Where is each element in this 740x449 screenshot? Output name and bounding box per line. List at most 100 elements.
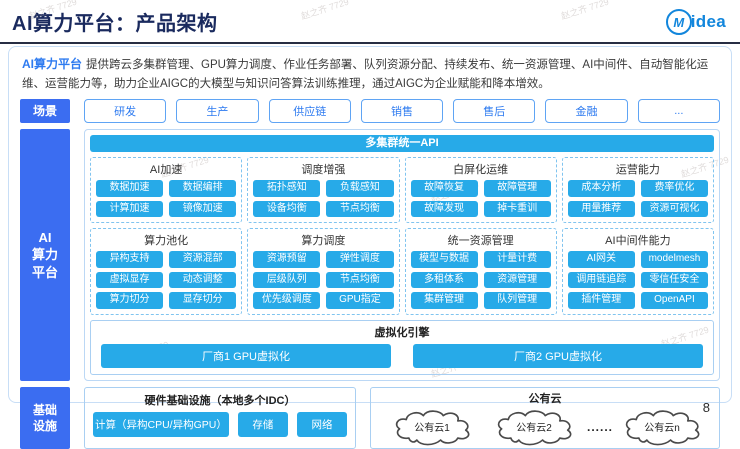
capability-chip: modelmesh: [640, 251, 708, 268]
capability-chip: 用量推荐: [567, 200, 635, 218]
capability-chip: 优先级调度: [253, 292, 321, 309]
capability-chip: 资源混部: [169, 251, 237, 268]
capability-chip: 算力切分: [96, 292, 164, 309]
platform-label-line: 算力: [31, 247, 58, 263]
infrastructure-label: 基础 设施: [20, 386, 70, 449]
midea-logo: M idea: [665, 9, 726, 35]
capability-chip: 零信任安全: [640, 271, 708, 289]
section-unified-resource-mgmt: 统一资源管理 模型与数据 计量计费 多租体系 资源管理 集群管理 队列管理: [404, 228, 557, 315]
platform-main-box: 多集群统一API AI加速 数据加速 数据编排 计算加速 镜像加速 调度增强: [84, 129, 720, 381]
infrastructure-label-line: 基础: [32, 402, 57, 417]
header-divider: [0, 42, 740, 44]
cloud-label: 公有云n: [644, 422, 680, 434]
platform-sections-row2: 算力池化 异构支持 资源混部 虚拟显存 动态调整 算力切分 显存切分 算力调度: [90, 228, 714, 315]
cloud-label: 公有云2: [516, 422, 552, 434]
scene-item-finance: 金融: [545, 99, 628, 124]
capability-chip: GPU指定: [326, 292, 394, 309]
capability-chip: 节点均衡: [326, 271, 394, 289]
section-ai-middleware: AI中间件能力 AI网关 modelmesh 调用链追踪 零信任安全 插件管理 …: [561, 228, 714, 315]
capability-chip: 资源预留: [253, 251, 321, 268]
capability-chip: 模型与数据: [410, 251, 478, 268]
capability-chip: 故障发现: [410, 200, 478, 218]
capability-chip: AI网关: [567, 251, 635, 268]
capability-chip: 异构支持: [96, 251, 164, 268]
page-title: AI算力平台：产品架构: [12, 13, 218, 35]
section-title: 运营能力: [615, 164, 660, 177]
capability-chip: 数据加速: [96, 180, 164, 197]
capability-chip: 显存切分: [169, 292, 237, 309]
capability-chip: 层级队列: [253, 271, 321, 289]
capability-chip: 掉卡重训: [483, 200, 551, 218]
section-title: AI中间件能力: [605, 235, 671, 248]
capability-chip: 计算加速: [96, 200, 164, 218]
section-compute-pooling: 算力池化 异构支持 资源混部 虚拟显存 动态调整 算力切分 显存切分: [90, 228, 243, 315]
capability-chip: 多租体系: [410, 271, 478, 289]
midea-logo-icon: M: [665, 9, 692, 35]
capability-chip: 调用链追踪: [567, 271, 635, 289]
slide-header: AI算力平台：产品架构 M idea: [0, 0, 740, 41]
capability-chip: 费率优化: [640, 180, 708, 197]
section-whitescreen-ops: 白屏化运维 故障恢复 故障管理 故障发现 掉卡重训: [404, 157, 557, 224]
content-frame: AI算力平台提供跨云多集群管理、GPU算力调度、作业任务部署、队列资源分配、持续…: [8, 46, 732, 449]
intro-body: 提供跨云多集群管理、GPU算力调度、作业任务部署、队列资源分配、持续发布、统一资…: [22, 59, 709, 90]
public-cloud-2: 公有云2: [483, 409, 585, 446]
page-number: 8: [702, 400, 710, 415]
public-cloud-title: 公有云: [528, 392, 562, 405]
infrastructure-label-line: 设施: [32, 418, 57, 433]
virtualization-engine-title: 虚拟化引擎: [374, 326, 430, 339]
hardware-infrastructure-box: 硬件基础设施（本地多个IDC） 计算（异构CPU/异构GPU） 存储 网络: [84, 386, 356, 449]
scene-item-more: ...: [637, 99, 720, 124]
section-title: 算力调度: [301, 235, 346, 248]
capability-chip: 拓扑感知: [253, 180, 321, 197]
section-ai-acceleration: AI加速 数据加速 数据编排 计算加速 镜像加速: [90, 157, 243, 224]
intro-lead: AI算力平台: [22, 57, 83, 71]
hardware-infrastructure-title: 硬件基础设施（本地多个IDC）: [144, 394, 296, 407]
capability-chip: 故障恢复: [410, 180, 478, 197]
cloud-label: 公有云1: [414, 422, 450, 434]
platform-label-line: AI: [38, 229, 52, 245]
multi-cluster-api-bar: 多集群统一API: [90, 135, 714, 153]
capability-chip: 故障管理: [483, 180, 551, 197]
infrastructure-row: 基础 设施 硬件基础设施（本地多个IDC） 计算（异构CPU/异构GPU） 存储…: [20, 386, 720, 449]
scene-item-after-sales: 售后: [453, 99, 536, 124]
scene-label: 场景: [20, 99, 70, 124]
platform-sections-row1: AI加速 数据加速 数据编排 计算加速 镜像加速 调度增强 拓扑感知 负载感知: [90, 157, 714, 224]
intro-paragraph: AI算力平台提供跨云多集群管理、GPU算力调度、作业任务部署、队列资源分配、持续…: [22, 55, 718, 93]
vendor2-gpu-virtualization: 厂商2 GPU虚拟化: [413, 343, 703, 368]
section-compute-scheduling: 算力调度 资源预留 弹性调度 层级队列 节点均衡 优先级调度 GPU指定: [247, 228, 400, 315]
capability-chip: 镜像加速: [169, 200, 237, 218]
public-cloud-box: 公有云 公有云1 公有云2 ......: [369, 386, 720, 449]
section-title: 统一资源管理: [447, 235, 514, 248]
scene-row: 场景 研发 生产 供应链 销售 售后 金融 ...: [20, 99, 720, 124]
capability-chip: 负载感知: [326, 180, 394, 197]
capability-chip: 动态调整: [169, 271, 237, 289]
section-operation-capability: 运营能力 成本分析 费率优化 用量推荐 资源可视化: [561, 157, 714, 224]
capability-chip: 资源可视化: [640, 200, 708, 218]
capability-chip: 成本分析: [567, 180, 635, 197]
capability-chip: OpenAPI: [640, 292, 708, 309]
scene-item-sales: 销售: [360, 99, 444, 124]
scene-item-production: 生产: [176, 99, 259, 124]
public-cloud-1: 公有云1: [381, 409, 483, 446]
cloud-ellipsis: ......: [586, 420, 613, 435]
platform-row: AI 算力 平台 多集群统一API AI加速 数据加速 数据编排 计算加速 镜像…: [20, 129, 720, 381]
capability-chip: 弹性调度: [326, 251, 394, 268]
capability-chip: 资源管理: [483, 271, 551, 289]
scene-item-supply-chain: 供应链: [268, 99, 351, 124]
scene-items: 研发 生产 供应链 销售 售后 金融 ...: [84, 99, 720, 124]
platform-label-line: 平台: [31, 264, 58, 280]
capability-chip: 集群管理: [410, 292, 478, 309]
section-title: 算力池化: [144, 235, 189, 248]
section-title: 白屏化运维: [453, 164, 509, 177]
capability-chip: 插件管理: [567, 292, 635, 309]
capability-chip: 队列管理: [483, 292, 551, 309]
public-cloud-n: 公有云n: [615, 409, 709, 446]
midea-logo-text: idea: [690, 12, 726, 31]
capability-chip: 节点均衡: [326, 200, 394, 218]
section-scheduling-enhancement: 调度增强 拓扑感知 负载感知 设备均衡 节点均衡: [247, 157, 400, 224]
virtualization-engine-box: 虚拟化引擎 厂商1 GPU虚拟化 厂商2 GPU虚拟化: [90, 319, 714, 375]
section-title: 调度增强: [301, 164, 346, 177]
capability-chip: 虚拟显存: [96, 271, 164, 289]
capability-chip: 计量计费: [483, 251, 551, 268]
